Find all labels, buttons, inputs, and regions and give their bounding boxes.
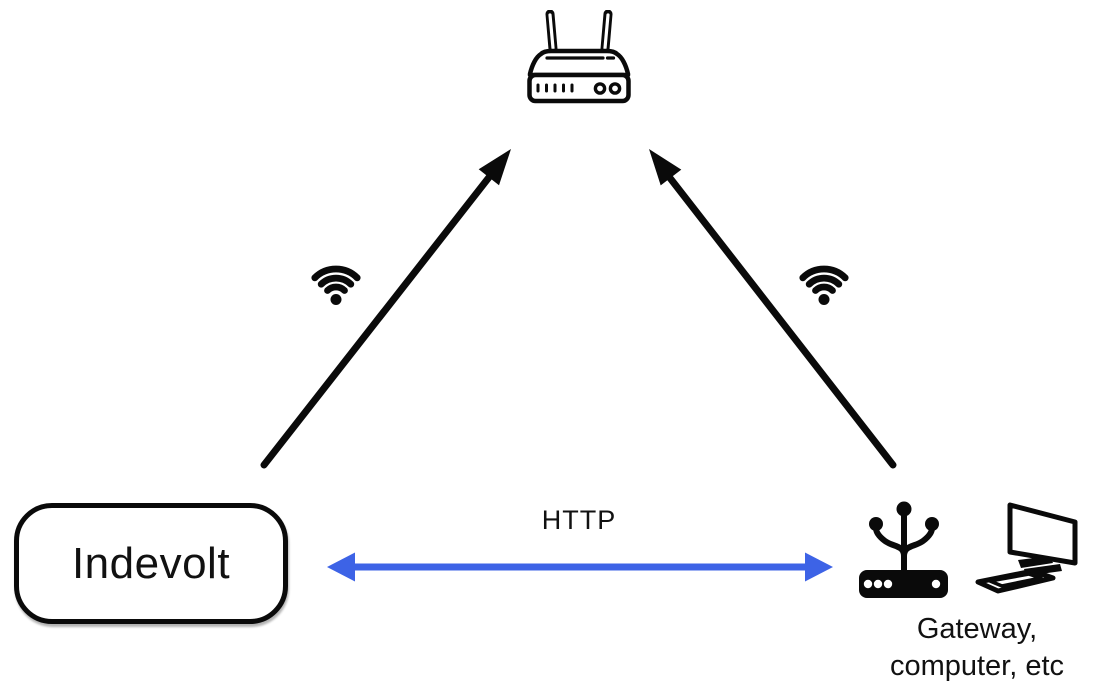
computer-icon	[975, 502, 1078, 594]
router-button-1	[593, 82, 607, 95]
http-arrow-head-right	[805, 552, 833, 582]
http-label: HTTP	[541, 505, 617, 535]
uplink-arrow-left-head	[478, 149, 511, 186]
uplink-arrow-left-shaft	[260, 172, 494, 469]
endpoint-caption: Gateway, computer, etc	[858, 611, 1096, 685]
router-button-2	[608, 82, 622, 95]
endpoint-caption-line1: Gateway,	[916, 613, 1038, 645]
uplink-arrow-right-shaft	[666, 174, 897, 469]
keyboard-keys	[988, 572, 1043, 588]
wifi-icon-right	[799, 265, 849, 305]
endpoint-caption-line2: computer, etc	[889, 650, 1065, 682]
gateway-icon	[859, 501, 948, 598]
monitor-screen	[1007, 502, 1078, 566]
router-top-shell	[527, 48, 631, 78]
wifi-icon-left	[311, 265, 361, 305]
gateway-base	[859, 570, 948, 598]
http-arrow-head-left	[327, 552, 355, 582]
gateway-branch-right	[901, 525, 935, 559]
uplink-arrow-right	[649, 149, 897, 469]
uplink-arrow-left	[260, 149, 511, 469]
wifi-router-icon	[527, 10, 631, 104]
router-front-panel	[527, 72, 631, 104]
http-arrow	[327, 552, 833, 582]
indevolt-label: Indevolt	[71, 538, 231, 588]
gateway-branch-left	[873, 525, 907, 559]
uplink-arrow-right-head	[649, 149, 682, 186]
router-led-dashes	[536, 83, 574, 93]
indevolt-node: Indevolt	[14, 503, 288, 624]
